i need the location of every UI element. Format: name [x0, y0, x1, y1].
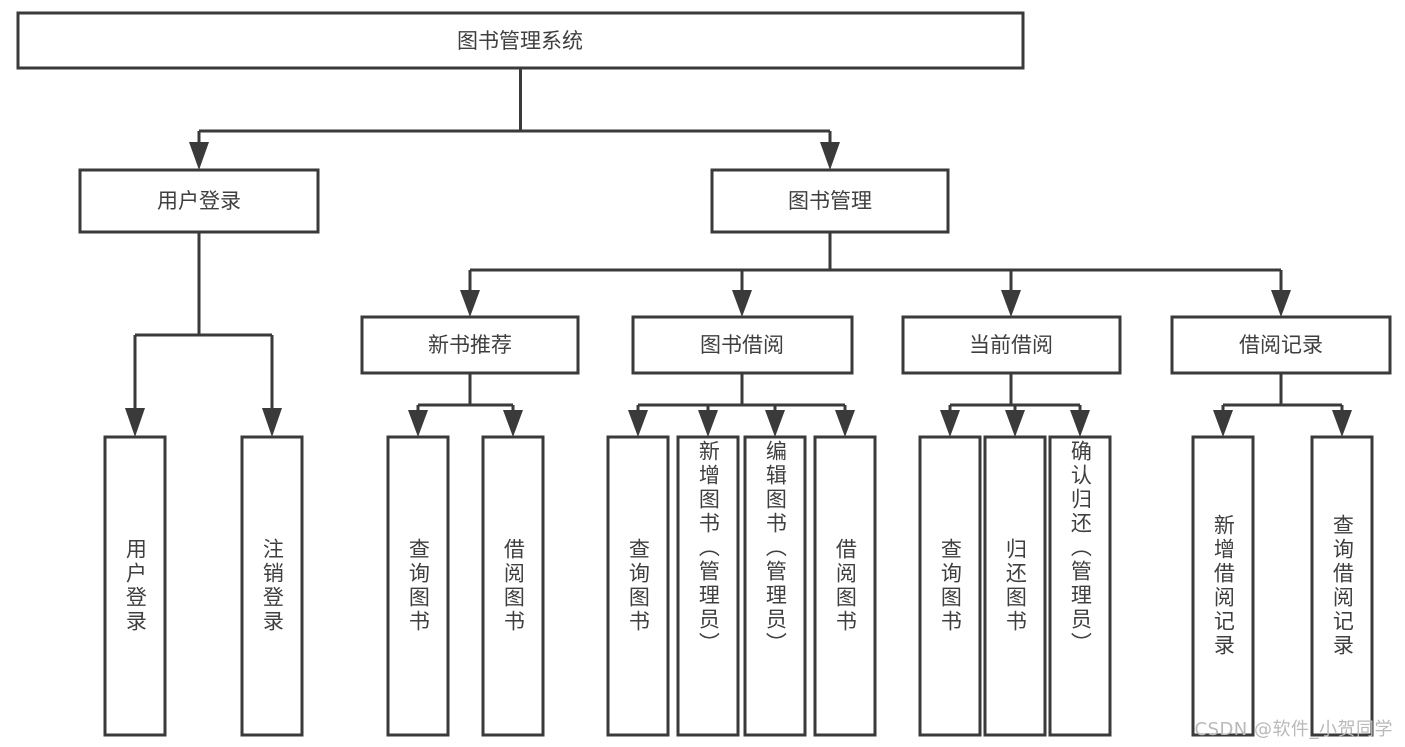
- arrow-bookmanage-child-1: [460, 290, 480, 317]
- arrow-bookmanage-child-4: [1271, 290, 1291, 317]
- node-user-login[interactable]: [78, 168, 320, 234]
- node-book-manage[interactable]: [710, 168, 950, 234]
- node-new-book-recommend-label: 新书推荐: [428, 333, 512, 357]
- node-leaf-borrow-book-1[interactable]: [481, 435, 545, 737]
- node-current-borrow-label: 当前借阅: [969, 333, 1053, 357]
- node-leaf-add-book[interactable]: [676, 435, 740, 737]
- arrow-bookborrow-leaf-2: [698, 410, 718, 437]
- arrow-bookmanage-child-3: [1001, 290, 1021, 317]
- node-root[interactable]: [16, 11, 1025, 70]
- node-leaf-query-book-1[interactable]: [386, 435, 450, 737]
- node-book-borrow[interactable]: [631, 315, 854, 375]
- arrow-userlogin-leaf-2: [262, 408, 282, 437]
- node-current-borrow[interactable]: [901, 315, 1122, 375]
- node-borrow-record-label: 借阅记录: [1239, 333, 1323, 357]
- node-leaf-user-login[interactable]: [103, 435, 167, 737]
- arrow-newbook-leaf-2: [503, 410, 523, 437]
- watermark-text: CSDN @软件_小贺同学: [1194, 719, 1393, 740]
- arrow-root-to-bookmanage: [820, 142, 840, 170]
- node-leaf-query-record[interactable]: [1310, 435, 1374, 737]
- nodes-group: 图书管理系统 用户登录 图书管理 新书推荐 图书借阅 当前借阅 借阅记录: [16, 11, 1392, 737]
- node-leaf-add-record[interactable]: [1191, 435, 1255, 737]
- arrow-bookborrow-leaf-4: [835, 410, 855, 437]
- node-leaf-logout-login[interactable]: [240, 435, 304, 737]
- arrow-newbook-leaf-1: [408, 410, 428, 437]
- node-leaf-query-book-2[interactable]: [606, 435, 670, 737]
- arrow-currentborrow-leaf-3: [1070, 410, 1090, 437]
- node-borrow-record[interactable]: [1170, 315, 1392, 375]
- arrow-currentborrow-leaf-1: [940, 410, 960, 437]
- node-leaf-borrow-book-2[interactable]: [813, 435, 877, 737]
- node-book-borrow-label: 图书借阅: [700, 333, 784, 357]
- arrow-root-to-userlogin: [189, 142, 209, 170]
- node-root-label: 图书管理系统: [457, 29, 583, 53]
- edges-group: [125, 68, 1352, 437]
- arrow-userlogin-leaf-1: [125, 408, 145, 437]
- node-leaf-return-book[interactable]: [983, 435, 1047, 737]
- node-new-book-recommend[interactable]: [360, 315, 580, 375]
- arrow-bookborrow-leaf-3: [765, 410, 785, 437]
- node-user-login-label: 用户登录: [157, 189, 241, 213]
- arrow-bookmanage-child-2: [732, 290, 752, 317]
- arrow-borrowrecord-leaf-1: [1213, 410, 1233, 437]
- arrow-bookborrow-leaf-1: [628, 410, 648, 437]
- node-leaf-confirm-return[interactable]: [1048, 435, 1112, 737]
- node-leaf-edit-book[interactable]: [743, 435, 807, 737]
- arrow-borrowrecord-leaf-2: [1332, 410, 1352, 437]
- node-leaf-query-book-3[interactable]: [918, 435, 982, 737]
- arrow-currentborrow-leaf-2: [1005, 410, 1025, 437]
- node-book-manage-label: 图书管理: [788, 189, 872, 213]
